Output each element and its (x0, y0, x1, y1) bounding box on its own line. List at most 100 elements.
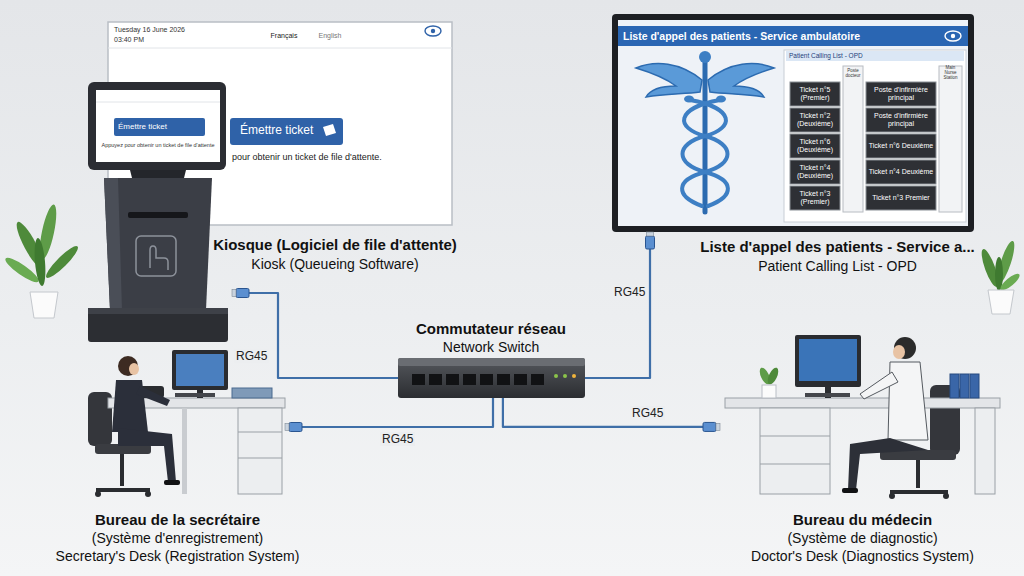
table-cell: Ticket n°3 (Premier) (790, 186, 840, 210)
node-title: Bureau du médecin (720, 511, 1005, 529)
node-title: Liste d'appel des patients - Service a..… (670, 238, 1005, 256)
button-text: Émettre ticket (240, 124, 324, 138)
kiosk-node: Kiosque (Logiciel de file d'attente)Kios… (85, 80, 232, 342)
doctor-desk-illustration (943, 493, 949, 499)
secretary-desk-illustration (120, 454, 124, 486)
tv-display (790, 186, 840, 210)
plug-body (646, 236, 655, 249)
doctor-desk-illustration (766, 366, 781, 386)
language-option: Français (262, 32, 306, 40)
doctor-desk-illustration (795, 335, 861, 387)
network-switch-device (463, 374, 476, 385)
tv-display (618, 26, 968, 46)
potted-plant (3, 203, 81, 318)
screen-title: Liste d'appel des patients - Service amb… (623, 30, 938, 42)
doctor-desk-illustration (889, 493, 895, 499)
node-subtitle: Secretary's Desk (Registration System) (20, 548, 335, 565)
potted-plant (988, 290, 1014, 314)
doctor-desk-illustration (893, 345, 905, 359)
rj45-plug (703, 422, 720, 431)
kiosk-illustration (104, 178, 122, 310)
doctor-desk-illustration (760, 436, 830, 437)
secretary-desk-illustration (118, 356, 138, 376)
table-cell: Ticket n°6 Deuxième (866, 134, 936, 158)
kiosk-illustration (150, 246, 168, 270)
doctor-desk-illustration (970, 374, 979, 398)
node-subtitle: Patient Calling List - OPD (670, 258, 1005, 275)
node-subtitle: Kiosk (Queueing Software) (200, 256, 470, 273)
table-cell: Ticket n°3 Premier (866, 186, 936, 210)
network-switch-device (572, 374, 576, 378)
plug-body (703, 422, 716, 431)
node-subtitle: (Système d'enregistrement) (20, 530, 335, 547)
tv-display (618, 20, 968, 226)
workstation-node: Bureau du médecin(Système de diagnostic)… (720, 320, 1005, 505)
node-subtitle: Doctor's Desk (Diagnostics System) (720, 548, 1005, 565)
caduceus-symbol (716, 96, 726, 103)
kiosk-screen (431, 29, 435, 33)
kiosk-illustration (128, 212, 188, 218)
secretary-desk-illustration (118, 428, 176, 482)
doctor-desk-illustration (848, 438, 928, 490)
tv-display (612, 14, 974, 232)
doctor-desk-illustration (799, 339, 857, 381)
tv-display (790, 82, 840, 106)
time-text: 03:40 PM (114, 36, 224, 44)
tv-display (866, 160, 936, 184)
node-subtitle: Network Switch (361, 339, 621, 356)
tv-display (786, 51, 964, 61)
network-switch-device (554, 374, 558, 378)
plug-tip (716, 423, 720, 430)
kiosk-illustration (88, 82, 226, 170)
plug-tip (285, 424, 289, 431)
table-cell: Ticket n°4 Deuxième (866, 160, 936, 184)
instruction-text: Appuyez pour obtenir un ticket de file d… (98, 142, 218, 148)
kiosk-illustration (88, 308, 228, 314)
caduceus-symbol (636, 51, 774, 212)
tv-display (866, 108, 936, 132)
doctor-desk-illustration (894, 337, 916, 359)
doctor-desk-illustration (975, 408, 995, 494)
secretary-desk-illustration (238, 458, 282, 459)
network-cable (503, 398, 720, 427)
secretary-desk-illustration (164, 480, 180, 485)
secretary-desk-illustration (136, 386, 170, 406)
doctor-desk-illustration (860, 372, 898, 399)
caduceus-symbol (683, 100, 728, 206)
secretary-desk-illustration (129, 363, 139, 375)
network-cable (232, 293, 398, 378)
network-cable (585, 232, 650, 378)
node-title: Commutateur réseau (361, 320, 621, 338)
network-switch-device (398, 358, 585, 366)
kiosk-screen (425, 26, 441, 36)
table-cell: Ticket n°5 (Premier) (790, 82, 840, 106)
node-title: Bureau de la secrétaire (20, 511, 335, 529)
doctor-desk-illustration (760, 464, 830, 465)
secretary-desk-illustration (172, 350, 228, 390)
workstation-node: Bureau de la secrétaire(Système d'enregi… (70, 345, 285, 505)
network-switch-device (412, 374, 425, 385)
table-cell: Ticket n°6 (Deuxième) (790, 134, 840, 158)
secretary-desk-illustration (175, 393, 215, 397)
tv-display (939, 66, 962, 212)
node-subtitle: (Système de diagnostic) (720, 530, 1005, 547)
date-text: Tuesday 16 June 2026 (114, 26, 224, 34)
node-title: Kiosque (Logiciel de file d'attente) (200, 236, 470, 254)
secretary-desk-illustration (95, 491, 101, 497)
kiosk-screen (323, 124, 336, 136)
tv-display (866, 82, 936, 106)
secretary-desk-illustration (145, 491, 151, 497)
network-switch-device (514, 374, 527, 385)
network-switch-device (429, 374, 442, 385)
column-header: Main Nurse Station (939, 66, 962, 81)
kiosk-illustration (114, 118, 205, 136)
secretary-desk-illustration (96, 488, 150, 492)
tv-display (612, 14, 974, 232)
rj45-plug (646, 232, 655, 249)
table-cell: Ticket n°2 (Deuxième) (790, 108, 840, 132)
table-cell: Ticket n°4 (Deuxième) (790, 160, 840, 184)
